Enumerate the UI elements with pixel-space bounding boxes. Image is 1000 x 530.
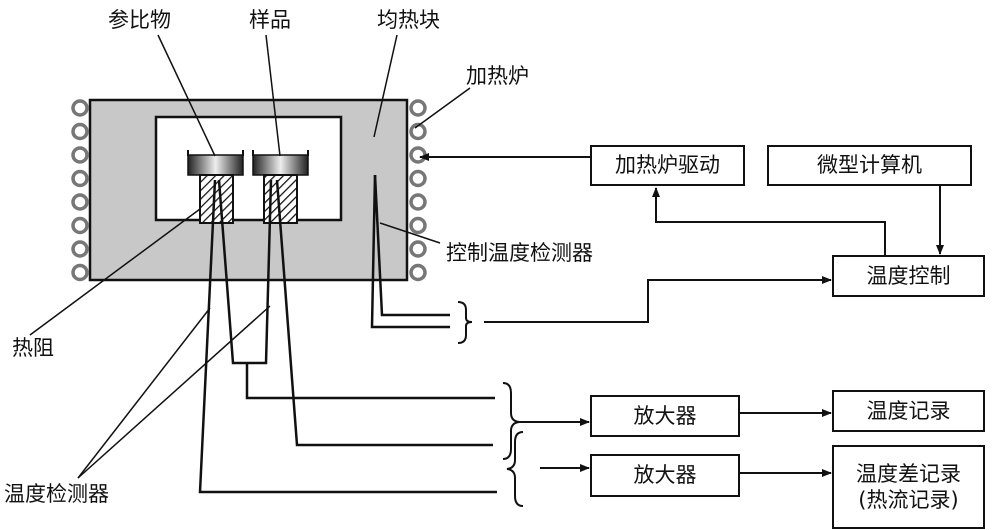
microcomputer-box: 微型计算机	[767, 145, 972, 186]
temp-control-label: 温度控制	[866, 263, 951, 288]
coil-turn	[409, 216, 427, 235]
coil-turn	[71, 122, 89, 141]
coil-turn	[409, 169, 427, 188]
braces	[457, 301, 524, 507]
thermocouple-wires	[198, 174, 497, 494]
furnace-driver-label: 加热炉驱动	[615, 153, 720, 178]
coil-turn	[71, 263, 89, 282]
amplifier-label-2: 放大器	[633, 463, 697, 488]
microcomputer-label: 微型计算机	[817, 153, 922, 178]
amplifier-label-1: 放大器	[633, 403, 697, 428]
coil-turn	[409, 263, 427, 282]
coil-turn	[409, 240, 427, 258]
reference-crucible	[187, 150, 244, 224]
coil-turn	[71, 240, 89, 258]
coil-turn	[409, 99, 427, 117]
furnace-driver-box: 加热炉驱动	[590, 145, 745, 186]
temp-record-box: 温度记录	[832, 390, 985, 432]
coil-turn	[409, 146, 427, 164]
coil-turn	[71, 169, 89, 188]
temp-diff-record-box: 温度差记录 (热流记录)	[832, 445, 985, 529]
signal-lines	[419, 153, 944, 477]
amplifier-box-1: 放大器	[590, 395, 740, 437]
label-soaking-block: 均热块	[377, 8, 440, 32]
heater-coils	[71, 99, 427, 282]
label-temp-sensor: 温度检测器	[4, 482, 109, 506]
label-reference: 参比物	[108, 8, 171, 32]
coil-turn	[409, 122, 427, 141]
label-sample: 样品	[249, 8, 291, 32]
leader-lines	[29, 34, 471, 479]
furnace	[88, 98, 409, 282]
coil-turn	[409, 193, 427, 211]
coil-turn	[71, 146, 89, 164]
temp-diff-record-label: 温度差记录	[856, 461, 961, 486]
temp-control-box: 温度控制	[832, 255, 985, 297]
amplifier-box-2: 放大器	[590, 454, 740, 497]
coil-turn	[71, 216, 89, 235]
sample-crucible	[252, 150, 309, 224]
coil-turn	[71, 193, 89, 211]
heat-flow-record-label: (热流记录)	[858, 488, 959, 512]
label-furnace: 加热炉	[466, 64, 529, 88]
coil-turn	[71, 99, 89, 117]
temp-record-label: 温度记录	[866, 398, 951, 423]
label-thermal-resistance: 热阻	[12, 336, 54, 360]
label-control-sensor: 控制温度检测器	[446, 241, 593, 265]
